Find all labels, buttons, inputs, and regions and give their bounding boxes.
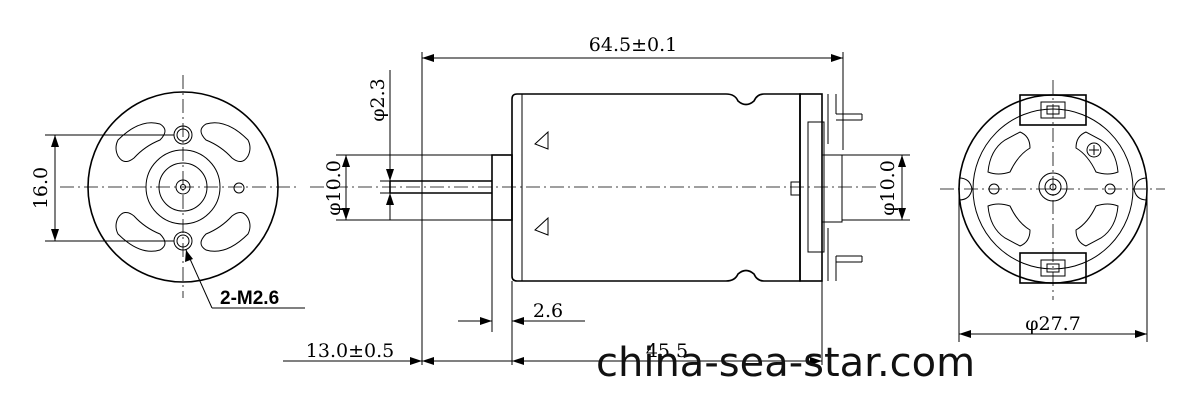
body-length-label: 45.5 [646, 340, 688, 362]
motor-body [511, 93, 801, 282]
front-body-outline [87, 91, 279, 283]
overall-length-label: 64.5±0.1 [589, 34, 677, 56]
mounting-spacing-label: 16.0 [30, 167, 52, 209]
watermark-text: china-sea-star.com [596, 340, 975, 386]
rear-boss [821, 154, 843, 223]
boss-height-label: 2.6 [533, 300, 563, 322]
side-view: 64.5±0.1 φ2.3 φ10.0 φ10.0 2.6 [283, 34, 910, 365]
boss-diameter-left-label: φ10.0 [323, 160, 345, 216]
body-diameter-label: φ27.7 [1025, 313, 1081, 335]
mount-screw-label: 2-M2.6 [220, 288, 279, 309]
boss-diameter-right-label: φ10.0 [877, 160, 899, 216]
front-view: 16.0 2-M2.6 [30, 75, 305, 309]
shaft-length-label: 13.0±0.5 [306, 340, 394, 362]
brush-holder-top [1019, 94, 1087, 126]
brush-holder-bottom [1019, 252, 1087, 284]
front-boss [491, 154, 513, 221]
rear-view: φ27.7 [940, 80, 1165, 342]
shaft-diameter-label: φ2.3 [367, 78, 389, 122]
